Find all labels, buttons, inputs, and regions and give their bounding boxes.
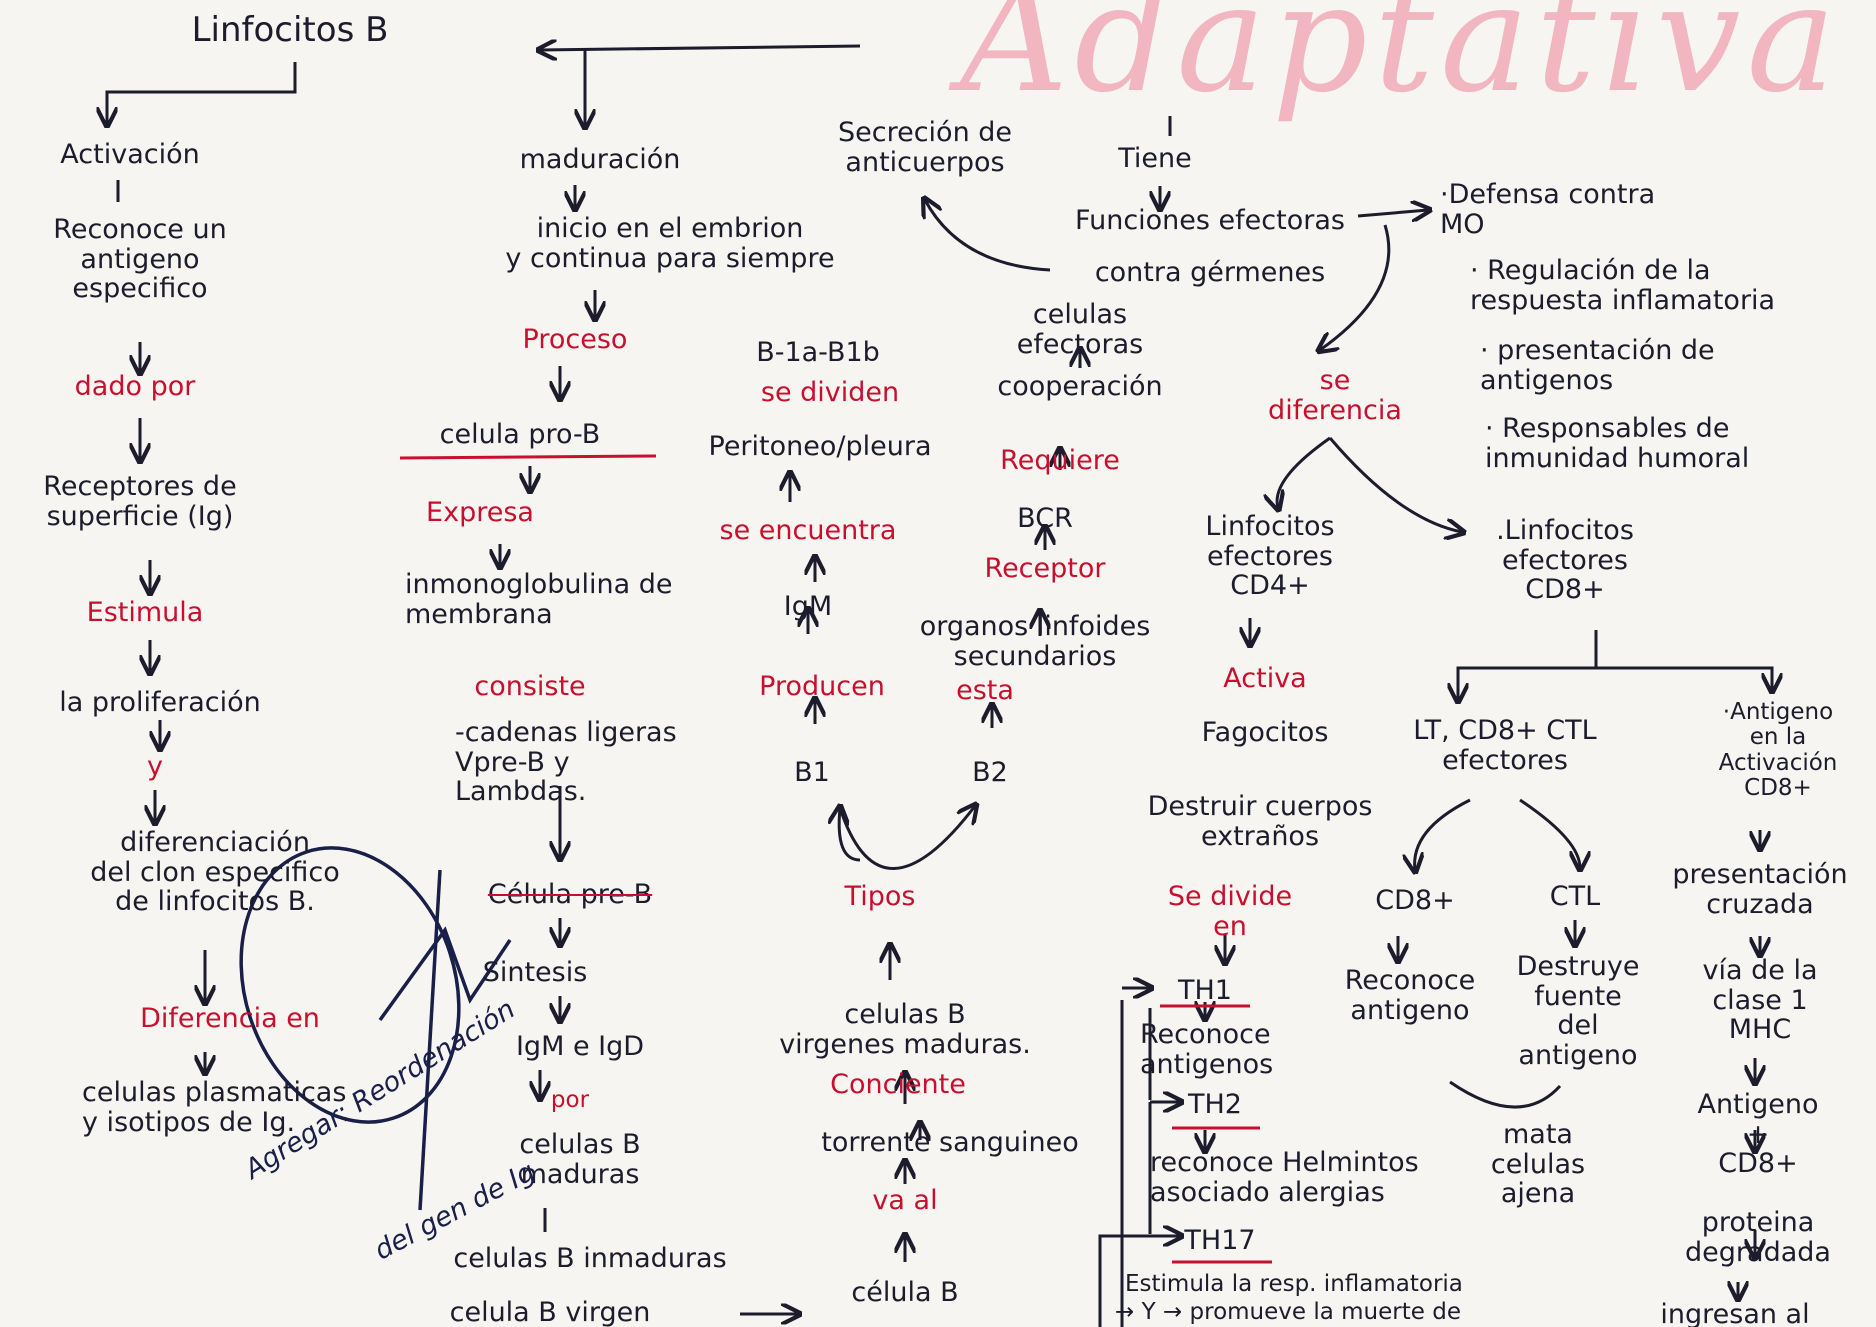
node-promueve: → Y → promueve la muerte de <box>1115 1299 1461 1325</box>
node-destruye-fuente: Destruye fuente del antigeno <box>1516 951 1640 1072</box>
node-proteina-degradada: proteina degradada <box>1685 1207 1831 1268</box>
node-th1-desc: Reconoce antigenos <box>1140 1019 1274 1080</box>
node-producen: Producen <box>759 671 885 702</box>
node-se-dividen: se dividen <box>760 377 900 408</box>
node-celulas-b-inmaduras: celulas B inmaduras <box>453 1243 727 1274</box>
node-maduracion: maduración <box>519 144 681 175</box>
node-se-encuentra: se encuentra <box>719 515 897 546</box>
node-presentacion-cruzada: presentación cruzada <box>1672 859 1848 920</box>
node-receptor: Receptor <box>984 553 1106 584</box>
node-igm: IgM <box>783 591 833 622</box>
node-th2: TH2 <box>1188 1089 1242 1120</box>
node-via-mhc: vía de la clase 1 MHC <box>1702 955 1818 1046</box>
node-th17-desc: Estimula la resp. inflamatoria <box>1125 1271 1463 1297</box>
node-linfocitos-cd4: Linfocitos efectores CD4+ <box>1205 511 1335 602</box>
node-receptores: Receptores de superficie (Ig) <box>43 471 237 532</box>
node-th17: TH17 <box>1184 1225 1256 1256</box>
node-peritoneo-pleura: Peritoneo/pleura <box>708 431 932 462</box>
node-estimula: Estimula <box>86 597 204 628</box>
node-celulas-plasmaticas: celulas plasmaticas y isotipos de Ig. <box>82 1077 347 1138</box>
node-th1: TH1 <box>1178 975 1232 1006</box>
node-ctl: CTL <box>1549 881 1601 912</box>
node-b1: B1 <box>794 757 830 788</box>
node-proliferacion: la proliferación <box>59 687 261 718</box>
node-mata-celulas: mata celulas ajena <box>1490 1119 1586 1210</box>
node-antigeno-cd8: Antigeno + CD8+ <box>1697 1089 1819 1180</box>
node-celula-b: célula B <box>851 1277 959 1308</box>
node-cd8-plus: CD8+ <box>1375 885 1455 916</box>
title-linfocitos-b: Linfocitos B <box>191 10 389 50</box>
node-b1a-b1b: B-1a-B1b <box>756 337 880 368</box>
node-lt-cd8-ctl: LT, CD8+ CTL efectores <box>1413 715 1597 776</box>
node-b2: B2 <box>972 757 1008 788</box>
node-activacion: Activación <box>60 139 200 170</box>
node-torrente-sanguineo: torrente sanguineo <box>821 1127 1079 1158</box>
node-requiere: Requiere <box>1000 445 1120 476</box>
node-linfocitos-cd8: .Linfocitos efectores CD8+ <box>1496 515 1634 606</box>
node-defensa-mo: ·Defensa contra MO <box>1440 179 1656 240</box>
node-tipos: Tipos <box>844 881 916 912</box>
node-responsables: · Responsables de inmunidad humoral <box>1485 413 1750 474</box>
node-presentacion-antigenos: · presentación de antigenos <box>1480 335 1715 396</box>
node-cooperacion: cooperación <box>997 371 1163 402</box>
node-celulas-b-virgenes: celulas B virgenes maduras. <box>779 999 1031 1060</box>
node-activa: Activa <box>1223 663 1307 694</box>
node-celula-pre-b: Célula pre-B <box>487 879 653 910</box>
node-reconoce-antigeno-cd8: Reconoce antigeno <box>1344 965 1476 1026</box>
node-cadenas-ligeras: -cadenas ligeras Vpre-B y Lambdas. <box>455 717 677 808</box>
node-dado-por: dado por <box>74 371 196 402</box>
node-fagocitos: Fagocitos <box>1201 717 1329 748</box>
node-se-diferencia: se diferencia <box>1268 365 1402 426</box>
node-antigeno-activacion: ·Antigeno en la Activación CD8+ <box>1718 699 1838 801</box>
node-tiene: Tiene <box>1118 143 1192 174</box>
node-diferencia-en: Diferencia en <box>140 1003 320 1034</box>
node-celulas-b-maduras: celulas B maduras <box>519 1129 641 1190</box>
node-y: y <box>147 751 163 782</box>
banner-title: Adaptativa <box>960 0 1842 126</box>
node-ingresan: ingresan al <box>1660 1299 1810 1327</box>
node-proceso: Proceso <box>522 324 628 355</box>
node-se-divide-en: Se divide en <box>1167 881 1293 942</box>
node-celulas-efectoras: celulas efectoras <box>1016 299 1144 360</box>
node-celula-pro-b: celula pro-B <box>439 419 601 450</box>
node-funciones-efectoras: Funciones efectoras <box>1075 205 1345 236</box>
node-th2-desc: reconoce Helmintos asociado alergias <box>1150 1147 1419 1208</box>
node-esta: esta <box>956 675 1014 706</box>
node-sintesis: Sintesis <box>482 957 588 988</box>
node-celula-b-virgen: celula B virgen <box>449 1297 651 1327</box>
node-igm-igd: IgM e IgD <box>515 1031 645 1062</box>
node-va-al: va al <box>872 1185 938 1216</box>
node-inicio-embrion: inicio en el embrion y continua para sie… <box>505 213 835 274</box>
node-organos-linfoides: organos linfoides secundarios <box>919 611 1151 672</box>
node-bcr: BCR <box>1017 503 1073 534</box>
node-reconoce-antigeno: Reconoce un antigeno especifico <box>53 214 227 305</box>
node-secrecion-anticuerpos: Secreción de anticuerpos <box>837 117 1013 178</box>
node-contra-germenes: contra gérmenes <box>1094 257 1326 288</box>
node-diferenciacion-clon: diferenciación del clon especifico de li… <box>90 827 340 918</box>
node-regulacion: · Regulación de la respuesta inflamatori… <box>1470 255 1776 316</box>
node-expresa: Expresa <box>426 497 534 528</box>
node-conciente: Conciente <box>830 1069 966 1100</box>
node-destruir-cuerpos: Destruir cuerpos extraños <box>1147 791 1373 852</box>
node-consiste: consiste <box>474 671 586 702</box>
node-inmunoglobulina-membrana: inmonoglobulina de membrana <box>405 569 673 630</box>
node-por: por <box>550 1087 590 1113</box>
